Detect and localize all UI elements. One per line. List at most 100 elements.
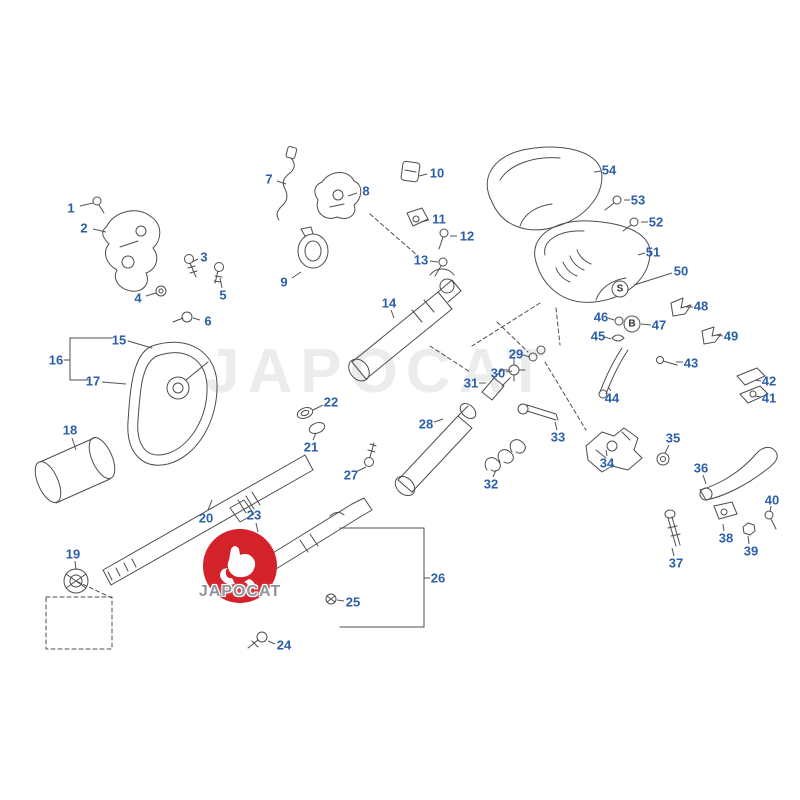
part-number-9: 9 xyxy=(280,274,288,290)
part-number-14: 14 xyxy=(381,295,397,311)
part-number-4: 4 xyxy=(134,290,142,306)
part-number-48: 48 xyxy=(693,298,709,314)
japocat-logo-mark xyxy=(203,529,277,603)
part-48-clip xyxy=(670,297,692,317)
part-number-24: 24 xyxy=(276,637,292,653)
part-number-12: 12 xyxy=(459,228,475,244)
part-3-bolt xyxy=(184,254,198,278)
part-35-washer xyxy=(656,452,670,466)
part-45-clip xyxy=(611,334,625,342)
part-12-bolt xyxy=(438,228,449,250)
leader-line-34 xyxy=(605,449,608,457)
leader-line-5 xyxy=(219,277,223,289)
leader-line-23 xyxy=(255,522,259,533)
part-number-50: 50 xyxy=(673,263,689,279)
leader-line-18 xyxy=(71,437,77,451)
leader-line-7 xyxy=(276,180,287,185)
leader-line-29 xyxy=(522,354,531,358)
part-14-upper-column xyxy=(348,268,462,382)
leader-line-28 xyxy=(433,418,444,423)
part-9-clamp xyxy=(297,226,329,269)
part-37-bolt xyxy=(664,509,681,547)
part-42-plate xyxy=(736,367,766,386)
leader-line-30 xyxy=(505,370,513,373)
part-40-bolt xyxy=(764,510,777,530)
leader-line-54 xyxy=(593,170,602,173)
part-28-lower-column xyxy=(394,402,477,497)
leader-line-11 xyxy=(420,219,430,223)
leader-line-4 xyxy=(145,292,157,297)
leader-line-22 xyxy=(312,404,324,411)
part-number-46: 46 xyxy=(593,309,609,325)
part-number-29: 29 xyxy=(508,346,524,362)
leader-line-32 xyxy=(492,469,497,478)
leader-line-20 xyxy=(207,499,213,511)
part-17-gasket xyxy=(127,341,218,466)
part-number-39: 39 xyxy=(743,543,759,559)
part-25-nut xyxy=(325,593,337,605)
part-21-ring xyxy=(308,422,326,434)
leader-line-42 xyxy=(754,379,762,382)
part-number-10: 10 xyxy=(429,165,445,181)
part-number-51: 51 xyxy=(645,244,661,260)
leader-line-51 xyxy=(637,252,646,256)
part-10-switch xyxy=(400,160,421,183)
leader-line-19 xyxy=(74,560,77,571)
part-number-23: 23 xyxy=(246,507,262,523)
part-number-20: 20 xyxy=(198,510,214,526)
part-44-lever xyxy=(598,347,629,399)
leader-line-17 xyxy=(101,381,127,385)
part-number-37: 37 xyxy=(668,555,684,571)
assembly-dashed-lines xyxy=(75,213,587,599)
leader-line-50 xyxy=(633,272,673,286)
leader-line-46 xyxy=(607,317,615,321)
part-7-wire xyxy=(276,146,298,221)
part-6-bolt xyxy=(172,311,193,323)
part-number-21: 21 xyxy=(303,439,319,455)
part-2-bracket xyxy=(102,210,161,292)
part-number-31: 31 xyxy=(463,375,479,391)
part-number-1: 1 xyxy=(67,200,75,216)
part-number-13: 13 xyxy=(413,252,429,268)
leader-line-9 xyxy=(291,271,302,279)
part-number-36: 36 xyxy=(693,460,709,476)
part-number-41: 41 xyxy=(761,390,777,406)
part-number-30: 30 xyxy=(490,365,506,381)
part-number-54: 54 xyxy=(601,162,617,178)
leader-line-45 xyxy=(604,336,612,340)
part-number-40: 40 xyxy=(764,492,780,508)
part-number-8: 8 xyxy=(362,183,370,199)
part-5-bolt xyxy=(213,262,224,284)
leader-line-2 xyxy=(92,228,107,233)
leader-line-35 xyxy=(664,444,670,454)
part-number-45: 45 xyxy=(590,328,606,344)
part-52-screw xyxy=(622,217,639,232)
part-number-5: 5 xyxy=(219,287,227,303)
part-number-17: 17 xyxy=(85,373,101,389)
leader-line-39 xyxy=(747,535,750,545)
leader-line-40 xyxy=(769,505,772,513)
leader-line-36 xyxy=(702,474,707,485)
leader-line-24 xyxy=(267,640,276,645)
leader-line-33 xyxy=(554,421,558,431)
part-number-33: 33 xyxy=(550,429,566,445)
part-number-53: 53 xyxy=(630,192,646,208)
leader-line-44 xyxy=(607,386,612,392)
leader-line-25 xyxy=(336,599,345,602)
part-number-2: 2 xyxy=(80,220,88,236)
part-27-bolt xyxy=(364,442,377,467)
part-13-bolt xyxy=(434,257,448,277)
part-number-19: 19 xyxy=(65,546,81,562)
part-number-3: 3 xyxy=(200,249,208,265)
part-49-clip xyxy=(701,326,722,345)
part-number-26: 26 xyxy=(430,570,446,586)
part-number-25: 25 xyxy=(345,594,361,610)
leader-line-1 xyxy=(79,202,94,207)
part-number-52: 52 xyxy=(648,214,664,230)
part-39-nut xyxy=(742,522,756,536)
part-number-6: 6 xyxy=(204,313,212,329)
part-33-pin xyxy=(517,403,559,421)
part-number-11: 11 xyxy=(432,211,446,227)
